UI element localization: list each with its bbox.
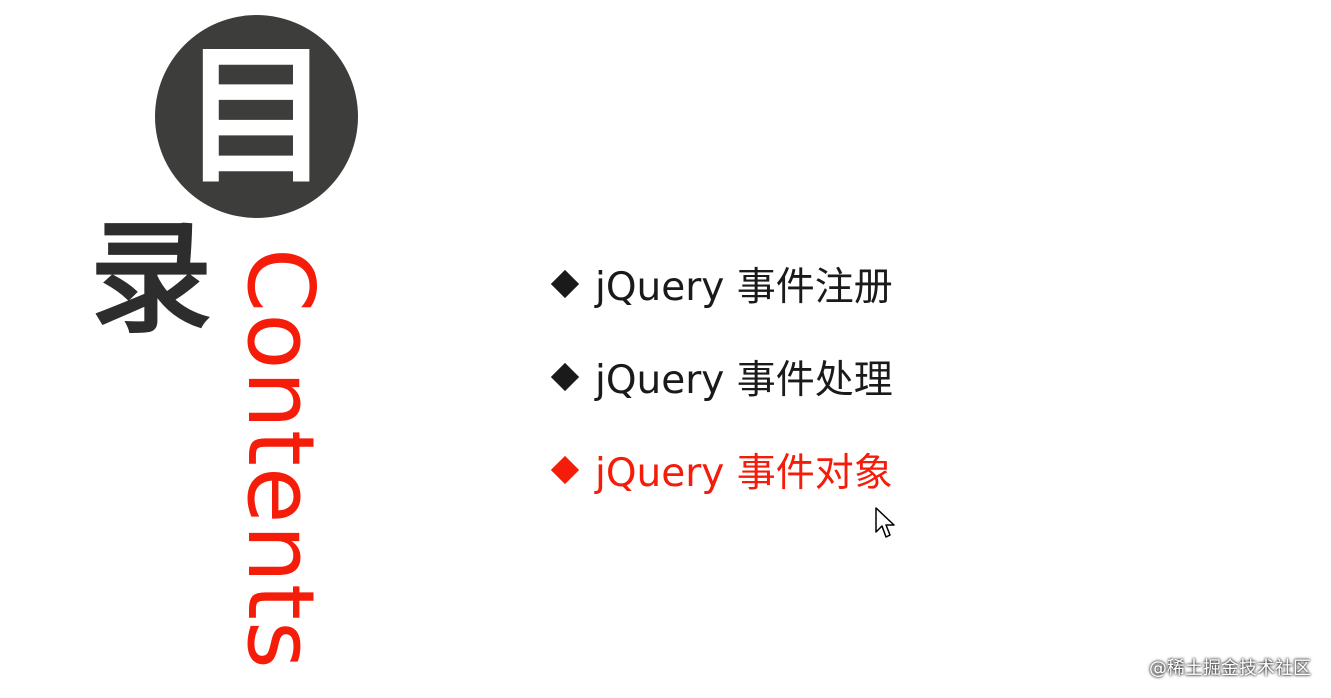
title-char-1: 目: [181, 29, 332, 204]
title-char-2: 录: [90, 208, 212, 350]
agenda-item-event-handling[interactable]: jQuery 事件处理: [550, 348, 893, 406]
diamond-icon: [550, 362, 580, 392]
agenda-item-event-registration[interactable]: jQuery 事件注册: [550, 255, 893, 313]
title-circle: 目: [155, 15, 358, 218]
agenda-list: jQuery 事件注册 jQuery 事件处理 jQuery 事件对象: [550, 255, 893, 534]
contents-vertical-title: Contents: [227, 248, 334, 670]
agenda-item-event-object[interactable]: jQuery 事件对象: [550, 441, 893, 499]
agenda-item-label: jQuery 事件处理: [595, 358, 893, 403]
diamond-icon: [550, 269, 580, 299]
mouse-cursor-icon: [875, 507, 895, 538]
watermark: @稀土掘金技术社区: [1149, 658, 1311, 679]
agenda-item-label: jQuery 事件注册: [595, 265, 893, 310]
diamond-icon: [550, 455, 580, 485]
agenda-item-label: jQuery 事件对象: [595, 451, 893, 496]
